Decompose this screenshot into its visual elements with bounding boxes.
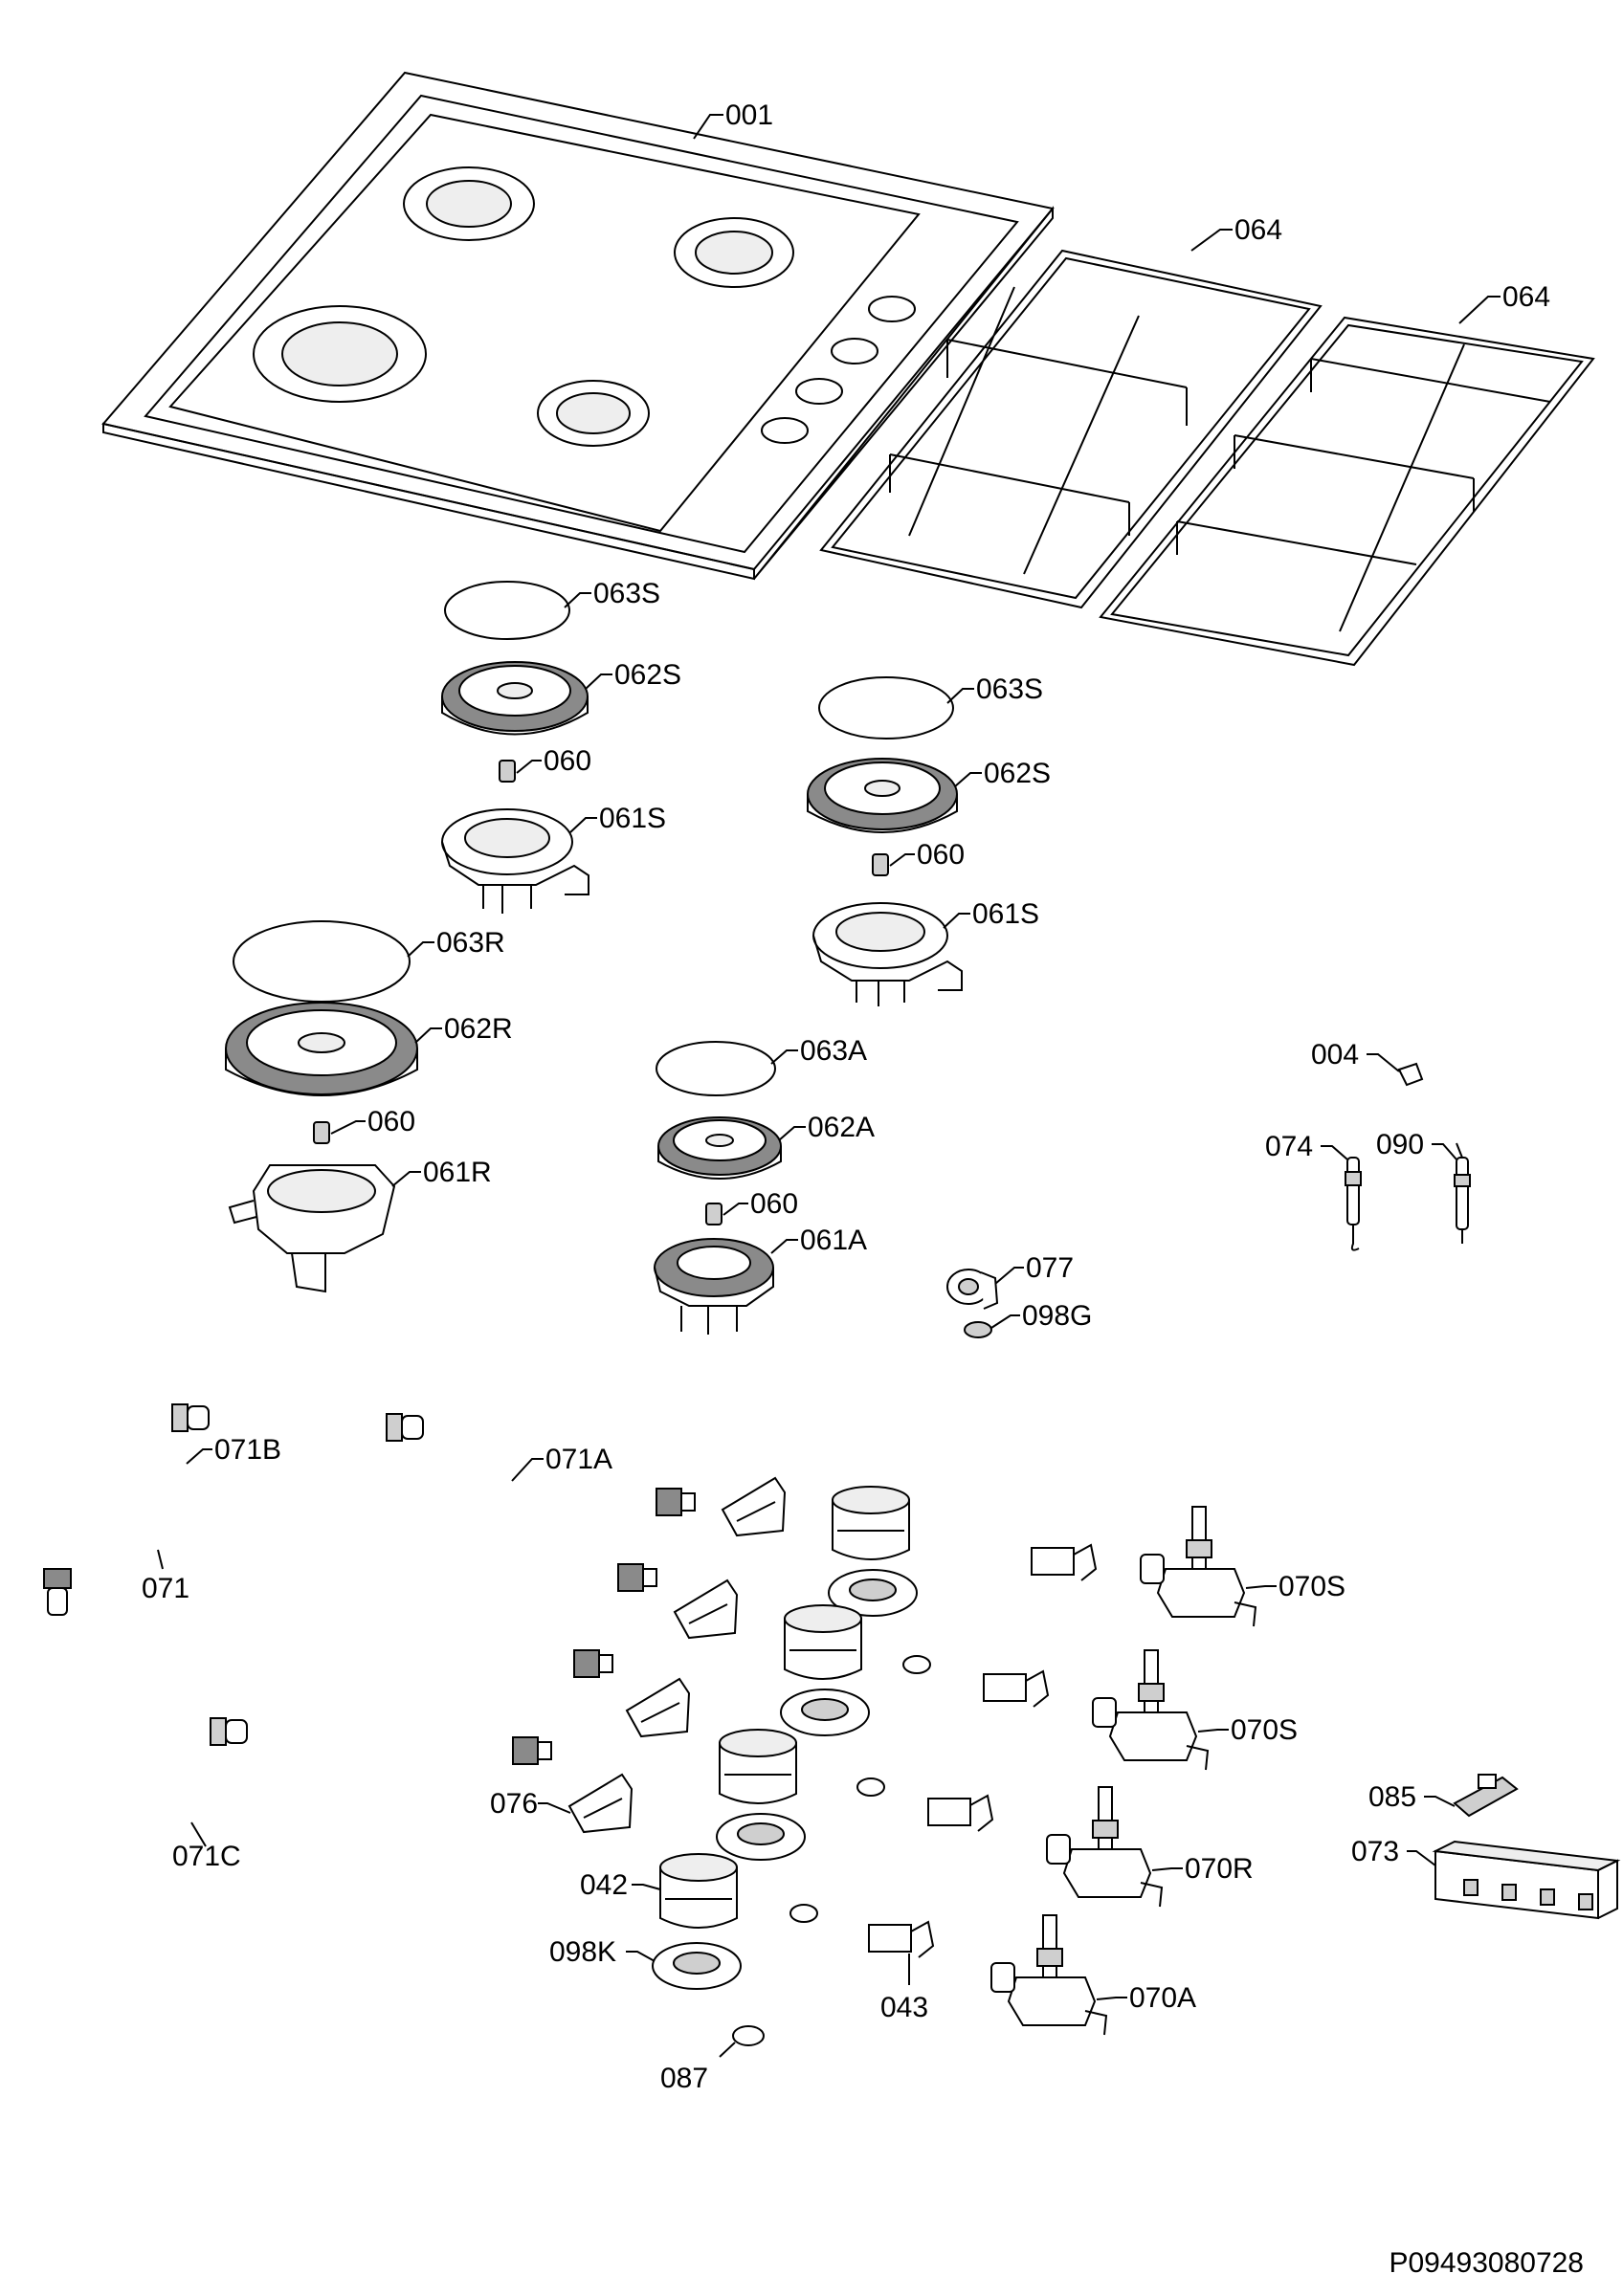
label-042: 042 <box>580 1869 628 1901</box>
burner-crown-062s-1 <box>441 661 589 736</box>
label-062s-1: 062S <box>614 659 681 691</box>
micro-switch-085 <box>1453 1774 1519 1818</box>
label-061r: 061R <box>423 1157 492 1188</box>
label-060-2: 060 <box>917 839 965 871</box>
electrode-090 <box>1454 1142 1471 1244</box>
label-098g: 098G <box>1022 1300 1092 1332</box>
drawing-code: P09493080728 <box>1389 2247 1584 2279</box>
label-087: 087 <box>660 2063 708 2094</box>
burner-cap-063r <box>233 920 411 1003</box>
label-062a: 062A <box>808 1112 875 1143</box>
label-070s-2: 070S <box>1231 1714 1298 1746</box>
label-077: 077 <box>1026 1252 1074 1284</box>
spring-clip-043-4 <box>868 1920 935 1958</box>
label-061a: 061A <box>800 1225 867 1256</box>
gas-pipe-071b <box>100 1403 657 1592</box>
pan-support-left <box>819 249 1323 609</box>
washer-087-1 <box>902 1655 931 1674</box>
gas-pipe-071a <box>329 1413 696 1516</box>
injector-060-1 <box>499 760 516 783</box>
label-063r: 063R <box>436 927 505 959</box>
label-071b: 071B <box>214 1434 281 1466</box>
label-062r: 062R <box>444 1013 513 1045</box>
knob-042-4 <box>659 1853 738 1929</box>
label-063s-1: 063S <box>593 578 660 609</box>
thermocouple-074 <box>1345 1157 1362 1251</box>
bracket-076-2 <box>673 1578 739 1640</box>
burner-crown-062s-2 <box>807 758 958 833</box>
label-064-left: 064 <box>1234 214 1282 246</box>
label-001: 001 <box>725 99 773 131</box>
label-064-right: 064 <box>1502 281 1550 313</box>
ignition-generator-073 <box>1432 1840 1621 1920</box>
burner-cup-061a <box>654 1238 774 1335</box>
burner-cap-063a <box>656 1041 776 1096</box>
gas-pipe-071 <box>43 1522 613 1678</box>
burner-cup-061r <box>228 1164 396 1293</box>
bezel-098k-4 <box>652 1942 742 1990</box>
label-090: 090 <box>1376 1129 1424 1160</box>
knob-042-2 <box>784 1604 862 1680</box>
label-043: 043 <box>880 1992 928 2023</box>
spring-clip-043-2 <box>983 1669 1050 1708</box>
burner-cap-063s-2 <box>818 676 954 740</box>
label-062s-2: 062S <box>984 758 1051 789</box>
label-060-a: 060 <box>750 1188 798 1220</box>
label-098k: 098K <box>549 1936 616 1968</box>
knob-042-1 <box>832 1486 910 1560</box>
label-063s-2: 063S <box>976 673 1043 705</box>
injector-060-a <box>705 1203 723 1225</box>
spring-clip-043-1 <box>1031 1543 1098 1581</box>
spring-clip-043-3 <box>927 1794 994 1832</box>
clip-004 <box>1397 1062 1424 1087</box>
burner-cup-061s-1 <box>441 808 589 914</box>
washer-087-4 <box>732 2025 765 2046</box>
burner-crown-062r <box>225 1002 418 1096</box>
burner-cap-063s-1 <box>444 581 570 640</box>
bezel-098k-1 <box>828 1569 918 1617</box>
label-073: 073 <box>1351 1836 1399 1867</box>
knob-042-3 <box>719 1729 797 1804</box>
pan-support-right <box>1099 316 1595 667</box>
label-060-1: 060 <box>544 745 591 777</box>
injector-060-2 <box>872 853 889 876</box>
label-061s-2: 061S <box>972 898 1039 930</box>
hob-top-plate <box>101 71 1055 581</box>
label-060-r: 060 <box>367 1106 415 1137</box>
gas-valve-070r <box>1046 1786 1164 1908</box>
bezel-098k-3 <box>716 1813 806 1861</box>
injector-060-r <box>313 1121 330 1144</box>
label-071a: 071A <box>545 1444 612 1475</box>
bracket-076-1 <box>721 1476 787 1537</box>
label-070a: 070A <box>1129 1982 1196 2014</box>
label-071: 071 <box>142 1573 189 1604</box>
label-076: 076 <box>490 1788 538 1820</box>
label-004: 004 <box>1311 1039 1359 1071</box>
gas-valve-070a <box>990 1914 1108 2036</box>
gas-valve-070s-1 <box>1140 1506 1257 1627</box>
bracket-076-3 <box>625 1677 691 1738</box>
gas-valve-070s-2 <box>1092 1649 1210 1771</box>
burner-crown-062a <box>657 1116 782 1180</box>
washer-087-2 <box>856 1777 885 1797</box>
seal-098g <box>964 1321 992 1338</box>
burner-cup-061s-2 <box>812 902 963 1006</box>
gas-pipe-071c <box>138 1717 552 1826</box>
washer-087-3 <box>789 1904 818 1923</box>
label-070r: 070R <box>1185 1853 1254 1885</box>
elbow-077 <box>946 1269 999 1310</box>
label-085: 085 <box>1368 1781 1416 1813</box>
label-063a: 063A <box>800 1035 867 1067</box>
label-074: 074 <box>1265 1131 1313 1162</box>
bracket-076-4 <box>567 1773 634 1834</box>
label-061s-1: 061S <box>599 803 666 834</box>
label-071c: 071C <box>172 1841 241 1872</box>
label-070s-1: 070S <box>1278 1571 1345 1602</box>
bezel-098k-2 <box>780 1689 870 1736</box>
